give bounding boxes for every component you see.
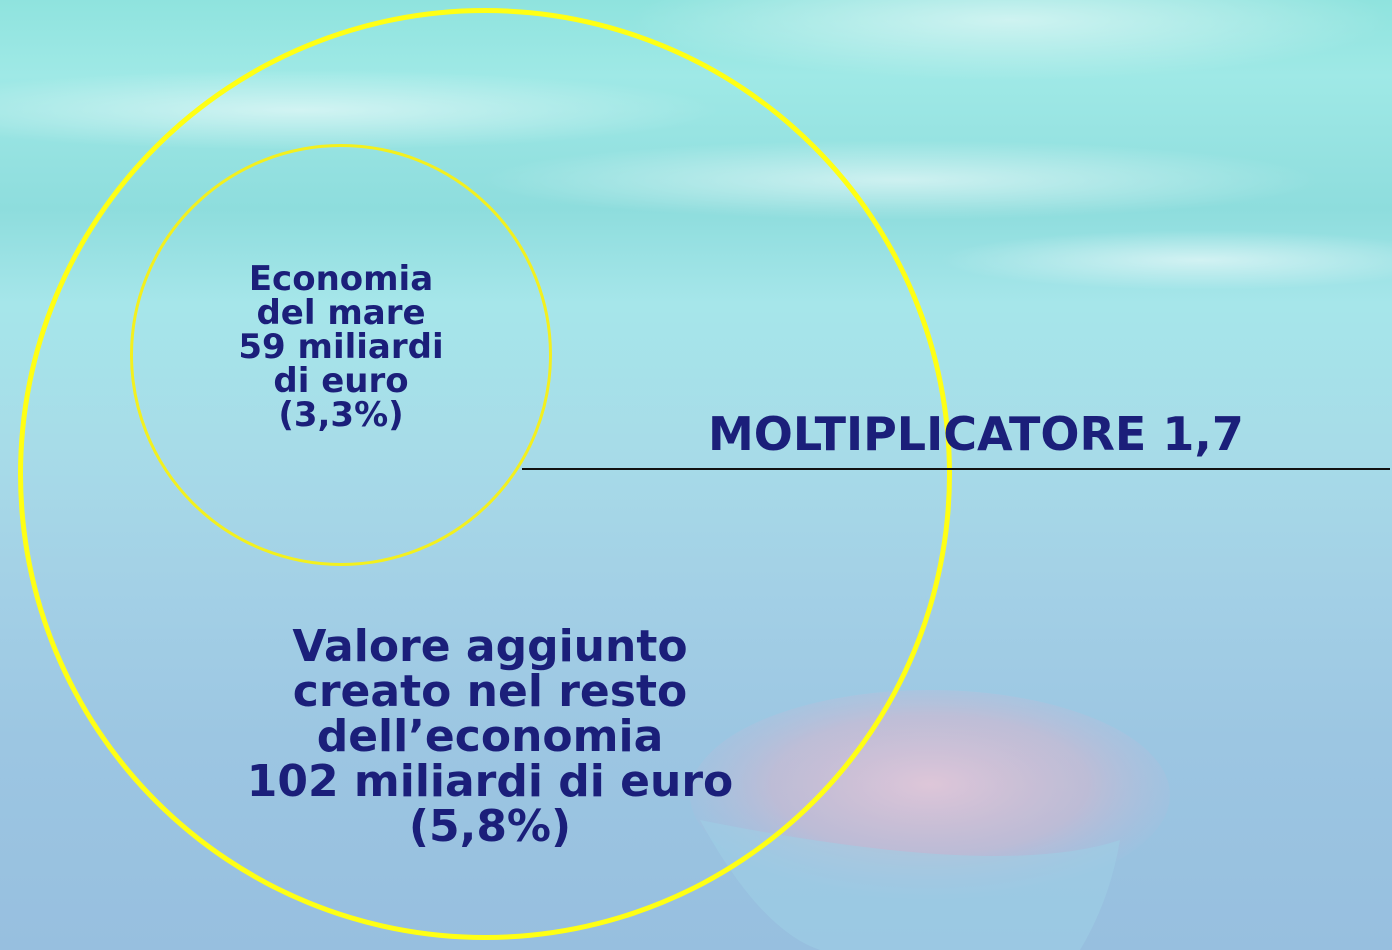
inner-label-line: del mare (256, 293, 426, 333)
inner-label-line: di euro (273, 361, 409, 401)
multiplier-label: MOLTIPLICATORE 1,7 (708, 407, 1244, 461)
outer-label-line: 102 miliardi di euro (246, 756, 734, 807)
outer-label-line: dell’economia (316, 711, 664, 762)
inner-label-line: 59 miliardi (238, 327, 444, 367)
outer-circle (18, 8, 952, 940)
inner-label-line: Economia (248, 259, 434, 299)
outer-label-line: (5,8%) (408, 801, 572, 852)
outer-label-line: Valore aggiunto (292, 621, 688, 672)
outer-circle-label: Valore aggiunto creato nel resto dell’ec… (170, 624, 810, 849)
outer-label-line: creato nel resto (292, 666, 688, 717)
divider-line (522, 468, 1390, 470)
inner-circle (130, 144, 552, 566)
inner-label-line: (3,3%) (278, 395, 404, 435)
inner-circle-label: Economia del mare 59 miliardi di euro (3… (160, 262, 522, 432)
